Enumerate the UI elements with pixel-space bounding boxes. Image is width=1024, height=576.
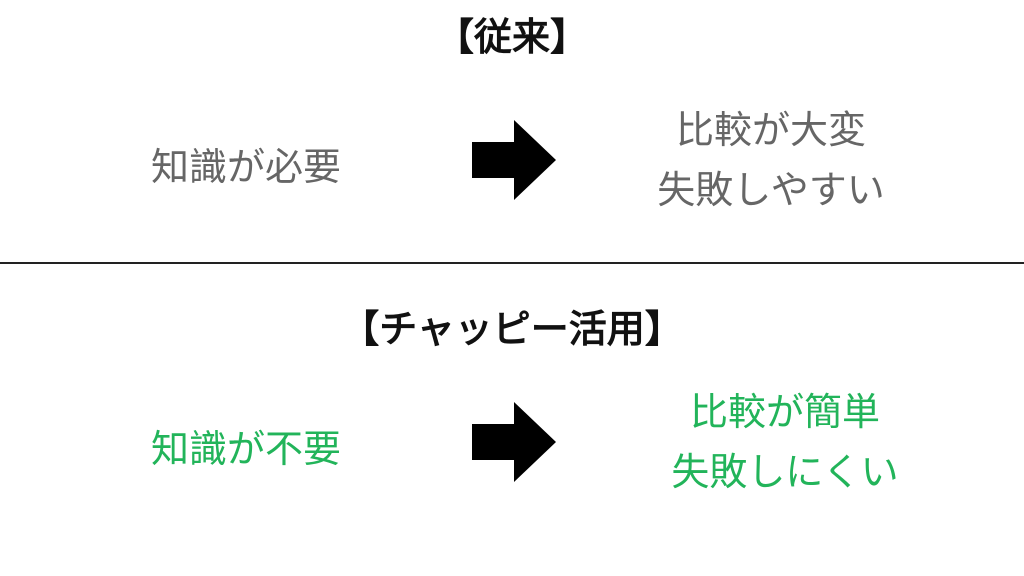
new-left-text: 知識が不要 xyxy=(150,427,341,471)
old-section-heading: 【従来】 xyxy=(435,15,588,59)
new-arrow xyxy=(472,402,556,482)
old-left-text: 知識が必要 xyxy=(150,145,341,189)
new-right-text: 比較が簡単 失敗しにくい xyxy=(620,382,950,502)
old-right-line2: 失敗しやすい xyxy=(657,168,885,212)
new-right-line1: 比較が簡単 xyxy=(689,390,880,434)
new-right-line2: 失敗しにくい xyxy=(671,450,899,494)
new-section-heading: 【チャッピー活用】 xyxy=(341,307,683,351)
section-divider xyxy=(0,262,1024,264)
right-arrow-icon xyxy=(472,402,556,482)
old-arrow xyxy=(472,120,556,200)
old-right-line1: 比較が大変 xyxy=(675,108,866,152)
right-arrow-icon xyxy=(472,120,556,200)
old-right-text: 比較が大変 失敗しやすい xyxy=(606,100,936,220)
